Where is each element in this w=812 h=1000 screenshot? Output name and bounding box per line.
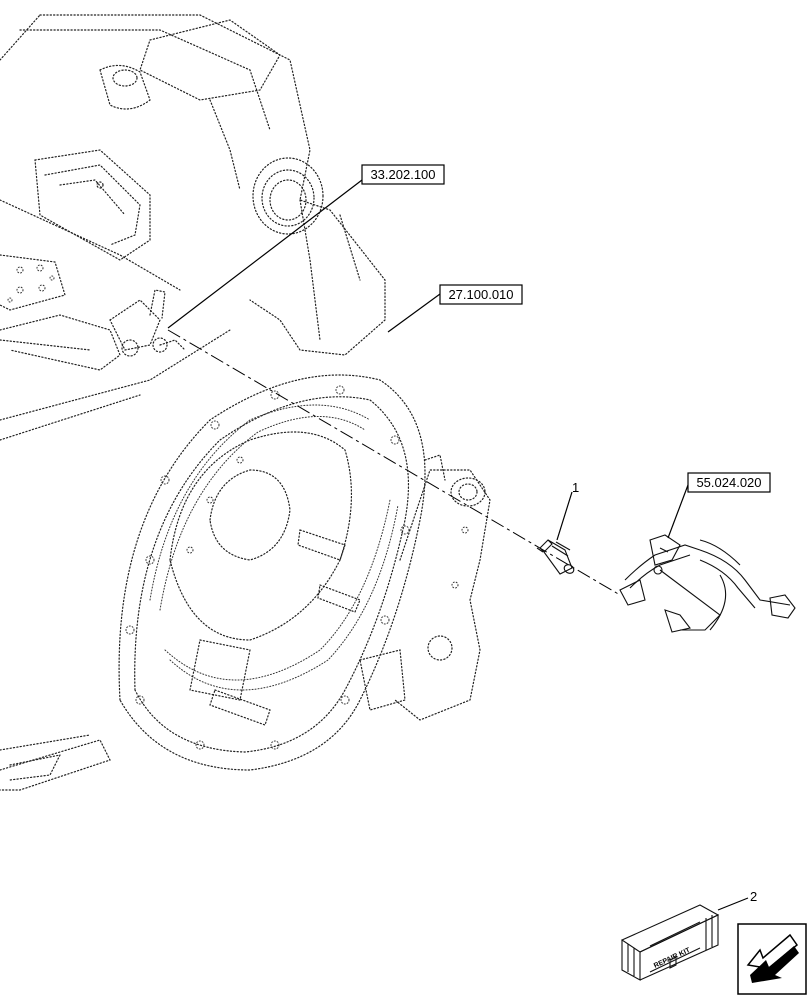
repair-kit-box: REPAIR KIT (620, 904, 720, 981)
leader-ref-housing (387, 293, 441, 333)
leader-ref-harness (667, 484, 689, 539)
lower-arm (0, 734, 111, 791)
housing-flange (118, 374, 426, 771)
callout-27-100-010[interactable]: 27.100.010 (439, 284, 523, 305)
item-number-1: 1 (572, 480, 579, 495)
callout-ref-top-text: 33.202.100 (370, 167, 435, 182)
callout-ref-housing-text: 27.100.010 (448, 287, 513, 302)
install-axis-line (167, 329, 621, 596)
leader-ref-top (167, 179, 363, 329)
side-bracket (359, 454, 491, 721)
wiring-harness (619, 534, 796, 633)
item-number-2: 2 (750, 889, 757, 904)
transmission-housing (0, 14, 386, 441)
arrow-previous-icon[interactable] (737, 923, 807, 995)
callout-33-202-100[interactable]: 33.202.100 (361, 164, 445, 185)
callout-ref-harness-text: 55.024.020 (696, 475, 761, 490)
leader-item-1 (556, 491, 573, 541)
leader-item-2 (717, 897, 749, 911)
callout-55-024-020[interactable]: 55.024.020 (687, 472, 771, 493)
pressure-sensor (536, 539, 575, 575)
